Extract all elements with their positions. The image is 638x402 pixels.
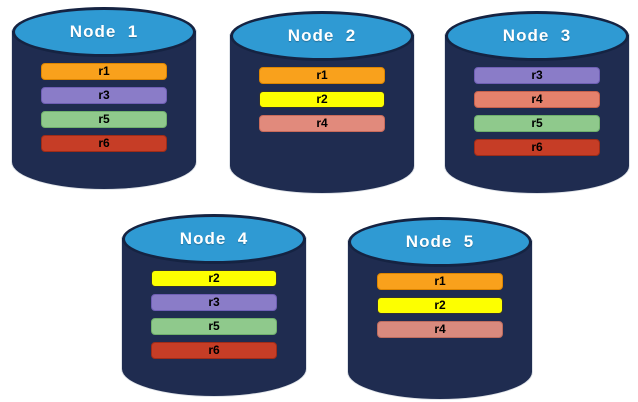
node-5-replica-list: r1 r2 r4 <box>377 273 503 338</box>
node-3-cylinder: Node 3 r3 r4 r5 r6 <box>445 11 629 193</box>
replica-bar-r6: r6 <box>41 135 167 152</box>
cylinder-body <box>230 35 414 193</box>
node-3-title: Node 3 <box>502 26 572 45</box>
cylinder-top: Node 2 <box>230 11 414 61</box>
cylinder-top: Node 4 <box>122 214 306 264</box>
replica-bar-r1: r1 <box>41 63 167 80</box>
replica-bar-r2: r2 <box>259 91 385 108</box>
cylinder-body <box>445 35 629 193</box>
replica-bar-r2: r2 <box>151 270 277 287</box>
replica-bar-r3: r3 <box>41 87 167 104</box>
replica-bar-r3: r3 <box>474 67 600 84</box>
replica-bar-r1: r1 <box>377 273 503 290</box>
node-5-title: Node 5 <box>405 232 475 251</box>
replica-bar-r3: r3 <box>151 294 277 311</box>
node-4-cylinder: Node 4 r2 r3 r5 r6 <box>122 214 306 396</box>
replica-bar-r6: r6 <box>474 139 600 156</box>
replica-bar-r4: r4 <box>377 321 503 338</box>
node-3-replica-list: r3 r4 r5 r6 <box>474 67 600 156</box>
replica-bar-r1: r1 <box>259 67 385 84</box>
cylinder-body <box>12 31 196 189</box>
cylinder-body <box>122 238 306 396</box>
replica-bar-r5: r5 <box>151 318 277 335</box>
node-2-replica-list: r1 r2 r4 <box>259 67 385 132</box>
replica-bar-r6: r6 <box>151 342 277 359</box>
replica-bar-r4: r4 <box>474 91 600 108</box>
node-1-cylinder: Node 1 r1 r3 r5 r6 <box>12 7 196 189</box>
replica-bar-r4: r4 <box>259 115 385 132</box>
node-1-title: Node 1 <box>69 22 139 41</box>
node-1-replica-list: r1 r3 r5 r6 <box>41 63 167 152</box>
replica-bar-r5: r5 <box>41 111 167 128</box>
node-2-cylinder: Node 2 r1 r2 r4 <box>230 11 414 193</box>
cylinder-top: Node 3 <box>445 11 629 61</box>
replica-bar-r5: r5 <box>474 115 600 132</box>
replica-bar-r2: r2 <box>377 297 503 314</box>
node-2-title: Node 2 <box>287 26 357 45</box>
node-4-replica-list: r2 r3 r5 r6 <box>151 270 277 359</box>
cylinder-top: Node 1 <box>12 7 196 57</box>
node-4-title: Node 4 <box>179 229 249 248</box>
cylinder-top: Node 5 <box>348 217 532 267</box>
node-5-cylinder: Node 5 r1 r2 r4 <box>348 217 532 399</box>
cylinder-body <box>348 241 532 399</box>
